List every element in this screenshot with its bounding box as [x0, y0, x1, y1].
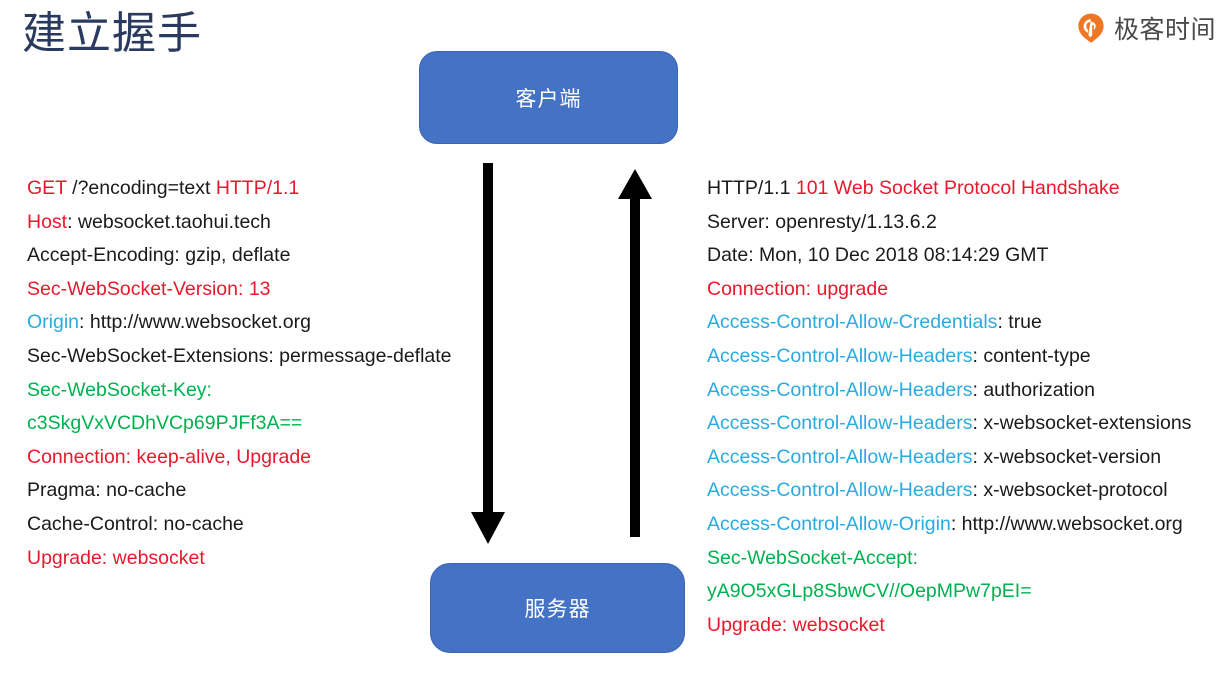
response-header-segment: Access-Control-Allow-Headers: [707, 445, 973, 468]
request-header-segment: Cache-Control: no-cache: [27, 512, 244, 535]
request-header-line: Upgrade: websocket: [27, 542, 452, 576]
request-header-line: Origin: http://www.websocket.org: [27, 306, 452, 340]
request-header-line: Sec-WebSocket-Key:: [27, 374, 452, 408]
request-header-line: Connection: keep-alive, Upgrade: [27, 441, 452, 475]
diagram-node-server-label: 服务器: [524, 598, 591, 621]
diagram-node-client-label: 客户端: [515, 87, 582, 111]
response-header-line: HTTP/1.1 101 Web Socket Protocol Handsha…: [707, 172, 1191, 206]
request-header-line: Sec-WebSocket-Version: 13: [27, 273, 452, 307]
response-header-line: Upgrade: websocket: [707, 609, 1191, 643]
response-arrow: [618, 169, 652, 537]
response-header-segment: Server: openresty/1.13.6.2: [707, 210, 937, 233]
request-header-line: c3SkgVxVCDhVCp69PJFf3A==: [27, 407, 452, 441]
request-header-segment: Host: [27, 210, 68, 233]
request-header-segment: Connection: keep-alive, Upgrade: [27, 445, 312, 468]
response-header-segment: : content-type: [972, 344, 1091, 367]
request-header-segment: c3SkgVxVCDhVCp69PJFf3A==: [27, 412, 303, 435]
request-header-segment: : http://www.websocket.org: [79, 311, 311, 334]
request-header-segment: Sec-WebSocket-Version: 13: [27, 277, 271, 300]
request-header-segment: : websocket.taohui.tech: [67, 210, 271, 233]
response-header-segment: Access-Control-Allow-Headers: [707, 344, 973, 367]
response-header-segment: Access-Control-Allow-Headers: [707, 479, 973, 502]
response-header-line: Access-Control-Allow-Headers: x-websocke…: [707, 474, 1191, 508]
request-header-segment: Upgrade: websocket: [27, 546, 205, 569]
response-header-line: Access-Control-Allow-Headers: content-ty…: [707, 340, 1191, 374]
request-header-segment: Pragma: no-cache: [27, 479, 187, 502]
response-header-line: Access-Control-Allow-Headers: authorizat…: [707, 374, 1191, 408]
response-header-segment: : http://www.websocket.org: [950, 512, 1183, 535]
brand-name: 极客时间: [1113, 16, 1216, 44]
request-arrow: [471, 163, 505, 544]
request-header-line: Pragma: no-cache: [27, 474, 452, 508]
request-header-segment: Sec-WebSocket-Extensions: permessage-def…: [27, 344, 452, 367]
request-header-line: Cache-Control: no-cache: [27, 508, 452, 542]
request-header-line: Accept-Encoding: gzip, deflate: [27, 239, 452, 273]
request-header-line: GET /?encoding=text HTTP/1.1: [27, 172, 452, 206]
response-header-line: Access-Control-Allow-Credentials: true: [707, 306, 1191, 340]
request-header-segment: /?encoding=text: [72, 177, 216, 199]
response-header-segment: Date: Mon, 10 Dec 2018 08:14:29 GMT: [707, 244, 1049, 267]
diagram-node-client[interactable]: 客户端: [419, 51, 678, 144]
request-header-segment: Accept-Encoding: gzip, deflate: [27, 244, 291, 267]
response-headers-column: HTTP/1.1 101 Web Socket Protocol Handsha…: [707, 172, 1191, 642]
response-header-segment: Access-Control-Allow-Origin: [707, 512, 951, 535]
response-header-segment: : true: [997, 311, 1042, 334]
response-header-segment: : x-websocket-version: [972, 445, 1162, 468]
response-header-segment: Access-Control-Allow-Headers: [707, 412, 973, 435]
request-header-segment: GET: [27, 177, 73, 199]
request-header-segment: HTTP/1.1: [215, 177, 300, 199]
response-header-segment: Upgrade: websocket: [707, 613, 885, 636]
response-header-segment: Sec-WebSocket-Accept:: [707, 546, 918, 569]
geektime-logo-icon: [1078, 13, 1104, 43]
request-header-segment: Sec-WebSocket-Key:: [27, 378, 212, 401]
response-header-line: Access-Control-Allow-Origin: http://www.…: [707, 508, 1191, 542]
response-header-segment: : authorization: [972, 378, 1096, 401]
response-header-line: Access-Control-Allow-Headers: x-websocke…: [707, 441, 1191, 475]
response-header-segment: : x-websocket-protocol: [972, 479, 1168, 502]
response-header-segment: yA9O5xGLp8SbwCV//OepMPw7pEI=: [707, 580, 1032, 603]
response-header-segment: : x-websocket-extensions: [972, 412, 1192, 435]
response-header-segment: Access-Control-Allow-Credentials: [707, 311, 998, 334]
request-header-line: Host: websocket.taohui.tech: [27, 206, 452, 240]
response-header-line: Date: Mon, 10 Dec 2018 08:14:29 GMT: [707, 239, 1191, 273]
request-header-segment: Origin: [27, 311, 80, 334]
request-header-line: Sec-WebSocket-Extensions: permessage-def…: [27, 340, 452, 374]
response-header-line: yA9O5xGLp8SbwCV//OepMPw7pEI=: [707, 575, 1191, 609]
response-header-line: Access-Control-Allow-Headers: x-websocke…: [707, 407, 1191, 441]
response-header-line: Server: openresty/1.13.6.2: [707, 206, 1191, 240]
response-header-line: Connection: upgrade: [707, 273, 1191, 307]
brand-logo: 极客时间: [1075, 10, 1216, 46]
diagram-node-server[interactable]: 服务器: [430, 563, 685, 653]
response-header-segment: Connection: upgrade: [707, 277, 889, 300]
response-header-segment: Access-Control-Allow-Headers: [707, 378, 973, 401]
response-header-segment: 101 Web Socket Protocol Handshake: [795, 177, 1120, 199]
response-header-line: Sec-WebSocket-Accept:: [707, 542, 1191, 576]
response-header-segment: HTTP/1.1: [707, 177, 796, 199]
page-title: 建立握手: [22, 9, 202, 58]
